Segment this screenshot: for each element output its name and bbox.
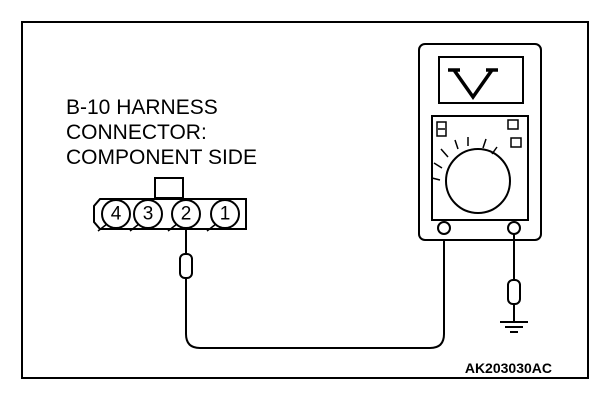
diagram-frame bbox=[21, 21, 589, 379]
connector-label-line-1: B-10 HARNESS bbox=[66, 96, 218, 119]
connector-label-line-3: COMPONENT SIDE bbox=[66, 146, 257, 169]
figure-code: AK203030AC bbox=[465, 360, 552, 376]
svg-text:3: 3 bbox=[143, 204, 154, 225]
connector-pin: 3 bbox=[129, 199, 163, 232]
rotary-dial bbox=[445, 148, 511, 214]
test-probe bbox=[179, 228, 193, 279]
connector-latch bbox=[154, 177, 184, 199]
connector-pin: 4 bbox=[97, 199, 131, 232]
range-button-icon bbox=[507, 119, 519, 130]
connector-label-line-2: CONNECTOR: bbox=[66, 121, 207, 144]
harness-connector: 4 3 2 1 bbox=[93, 177, 247, 232]
svg-text:4: 4 bbox=[111, 204, 122, 225]
multimeter-display bbox=[438, 56, 524, 104]
probe-lead-wire bbox=[185, 232, 445, 349]
com-terminal bbox=[437, 221, 451, 235]
svg-text:1: 1 bbox=[220, 204, 231, 225]
multimeter bbox=[418, 43, 542, 241]
svg-text:2: 2 bbox=[181, 204, 192, 225]
mode-button-icon bbox=[436, 121, 447, 137]
hold-button-icon bbox=[510, 137, 522, 148]
v-terminal bbox=[507, 221, 521, 235]
connector-pin: 1 bbox=[206, 199, 240, 232]
dial-scale bbox=[431, 137, 498, 181]
voltage-symbol-icon bbox=[448, 68, 498, 101]
ground-lead bbox=[507, 234, 521, 322]
ground-symbol-icon bbox=[500, 321, 528, 333]
